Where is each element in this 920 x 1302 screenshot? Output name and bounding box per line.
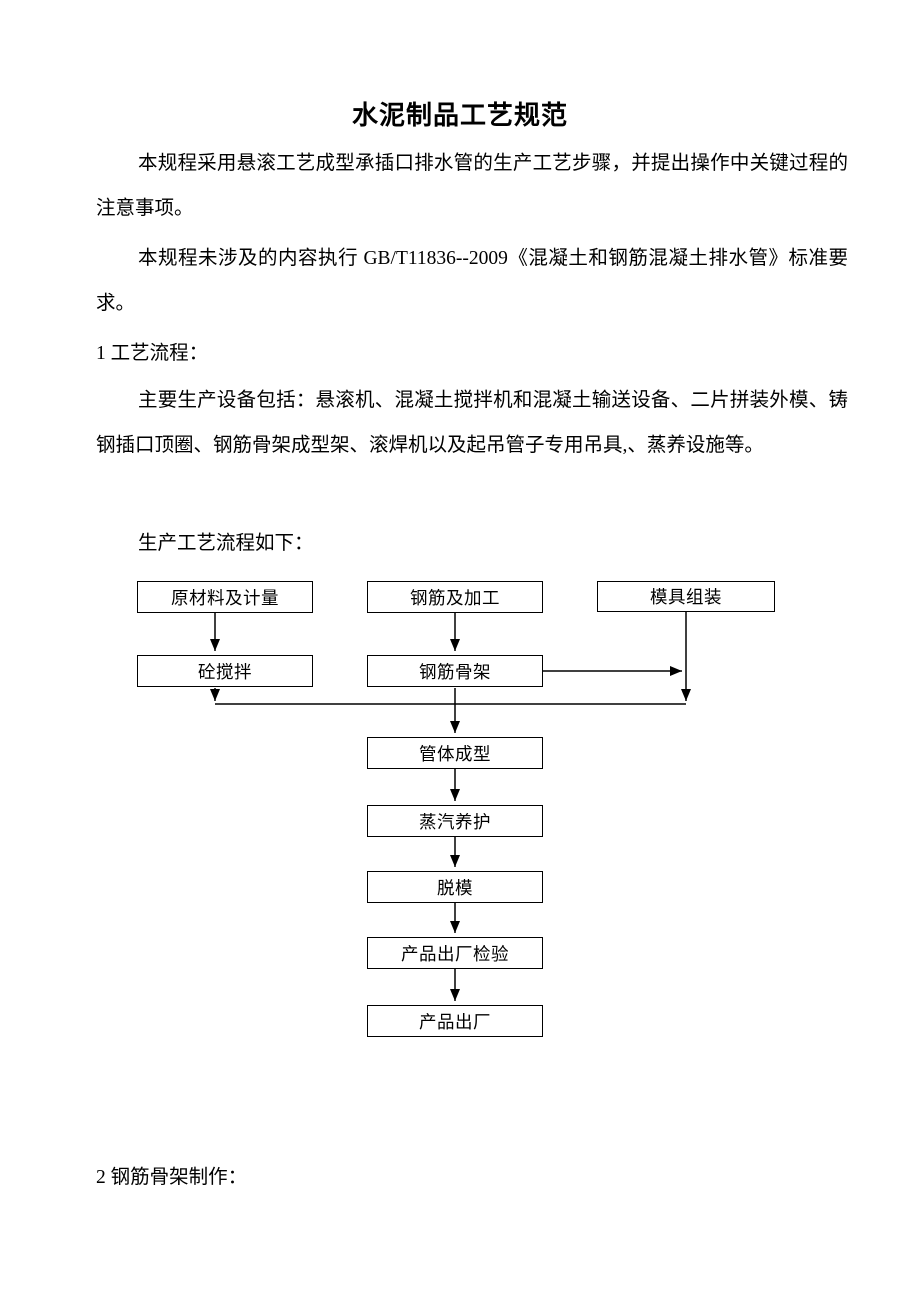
flow-box-rebar-processing: 钢筋及加工	[367, 581, 543, 613]
flow-box-steam-curing: 蒸汽养护	[367, 805, 543, 837]
flow-box-factory-inspection: 产品出厂检验	[367, 937, 543, 969]
section2-heading: 2 钢筋骨架制作：	[96, 1167, 248, 1188]
flow-box-pipe-forming: 管体成型	[367, 737, 543, 769]
paragraph-standard: 本规程未涉及的内容执行 GB/T11836--2009《混凝土和钢筋混凝土排水管…	[96, 248, 848, 314]
flow-box-factory-shipping: 产品出厂	[367, 1005, 543, 1037]
flow-box-raw-material: 原材料及计量	[137, 581, 313, 613]
flow-box-rebar-cage: 钢筋骨架	[367, 655, 543, 687]
flow-box-demolding: 脱模	[367, 871, 543, 903]
section1-heading: 1 工艺流程：	[96, 343, 209, 364]
flowchart-intro: 生产工艺流程如下：	[138, 533, 314, 554]
document-title: 水泥制品工艺规范	[351, 101, 568, 130]
flow-box-concrete-mixing: 砼搅拌	[137, 655, 313, 687]
paragraph-equipment: 主要生产设备包括：悬滚机、混凝土搅拌机和混凝土输送设备、二片拼装外模、铸钢插口顶…	[96, 390, 848, 456]
paragraph-intro: 本规程采用悬滚工艺成型承插口排水管的生产工艺步骤，并提出操作中关键过程的注意事项…	[96, 153, 848, 219]
flow-box-mold-assembly: 模具组装	[597, 581, 775, 612]
